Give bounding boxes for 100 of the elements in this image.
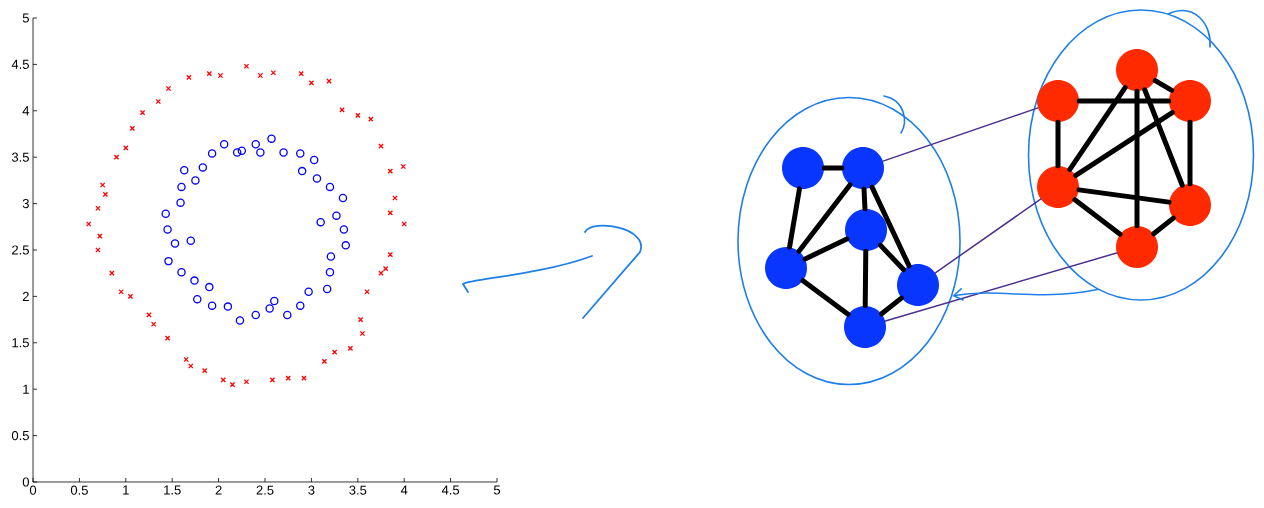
point [283, 310, 292, 320]
y-tick-label: 0.5 [11, 430, 29, 441]
point [401, 221, 407, 227]
graph-edge [1076, 98, 1172, 104]
point [325, 182, 335, 192]
point [285, 375, 291, 381]
point [205, 282, 214, 292]
point [150, 321, 157, 327]
y-tick-label: 5 [22, 13, 29, 23]
point [279, 148, 288, 157]
point [155, 98, 162, 105]
point [338, 193, 348, 203]
graph-edge [1187, 119, 1193, 187]
point [387, 168, 394, 174]
point [235, 316, 245, 325]
point [161, 209, 170, 219]
graph-vertex [1116, 226, 1158, 268]
point [316, 217, 325, 227]
point [339, 107, 345, 113]
point [400, 163, 407, 170]
y-tick-label: 4 [22, 106, 30, 116]
point [251, 139, 260, 149]
graph-edge [879, 295, 904, 317]
y-tick-label: 4.5 [11, 59, 29, 69]
point [312, 174, 322, 183]
graph-vertex [782, 147, 824, 189]
graph-edge [1142, 87, 1185, 188]
hand-drawn-loop [1027, 9, 1255, 301]
point [95, 205, 101, 211]
point [177, 182, 186, 192]
x-tick-label: 5 [493, 485, 501, 495]
point [177, 268, 186, 277]
y-tick-label: 1 [23, 384, 29, 394]
point [237, 146, 247, 155]
point [186, 236, 196, 245]
point [170, 239, 180, 248]
graph-edge [1072, 197, 1123, 237]
graph-vertex [1037, 80, 1079, 122]
graph-edge [787, 186, 802, 250]
point [198, 163, 208, 172]
y-tick-label: 1.5 [12, 338, 29, 348]
graph-vertex [1169, 80, 1211, 122]
point [243, 378, 250, 385]
point [118, 288, 124, 295]
graph-edge [1151, 215, 1176, 237]
y-tick-label: 3.5 [11, 152, 29, 162]
graph-edge [1134, 88, 1140, 229]
point [164, 256, 173, 266]
graph-vertex [1037, 166, 1079, 208]
point [296, 301, 305, 310]
point [129, 125, 136, 132]
point [326, 252, 336, 261]
point [257, 72, 264, 79]
point [304, 287, 313, 296]
point [382, 265, 389, 272]
point [139, 109, 146, 116]
x-tick-label: 2 [215, 485, 222, 495]
graph-edge [862, 248, 869, 309]
graph-edge [1055, 119, 1061, 169]
x-tick-label: 0 [29, 485, 37, 495]
graph-edge [1152, 78, 1175, 93]
graph-edge [800, 278, 851, 317]
hand-drawn-loop [737, 95, 961, 386]
graph-edge [1076, 187, 1172, 205]
point [207, 149, 217, 158]
x-tick-label: 1 [123, 485, 129, 495]
point [332, 211, 341, 220]
x-tick-label: 3 [308, 485, 315, 495]
x-tick-label: 3.5 [349, 485, 367, 495]
graph-edge [869, 184, 912, 269]
point [223, 302, 233, 311]
graph-edge [802, 236, 850, 262]
point [355, 112, 361, 119]
graph-vertex [765, 247, 807, 289]
point [251, 310, 260, 320]
point [298, 70, 304, 77]
x-tick-label: 1.5 [164, 485, 181, 495]
point [176, 198, 185, 207]
point [232, 148, 242, 157]
point [188, 363, 194, 369]
connecting-line [934, 198, 1042, 274]
graph-edge [1073, 110, 1175, 178]
x-tick-label: 4 [400, 485, 408, 495]
graph-vertex [844, 306, 886, 348]
point [297, 166, 307, 176]
point [243, 63, 250, 70]
connecting-line [884, 252, 1118, 322]
graph-vertex [845, 209, 887, 251]
point [193, 294, 202, 304]
y-tick-label: 2.5 [12, 245, 29, 255]
point [190, 276, 199, 285]
graph-vertex [842, 147, 884, 189]
point [207, 301, 217, 310]
x-tick-label: 2.5 [256, 485, 274, 495]
point [123, 145, 129, 151]
graph-edge [861, 186, 868, 212]
x-tick-label: 0.5 [70, 485, 88, 495]
x-tick-label: 4.5 [441, 485, 460, 495]
graph-vertex [897, 264, 939, 306]
point [325, 268, 335, 277]
